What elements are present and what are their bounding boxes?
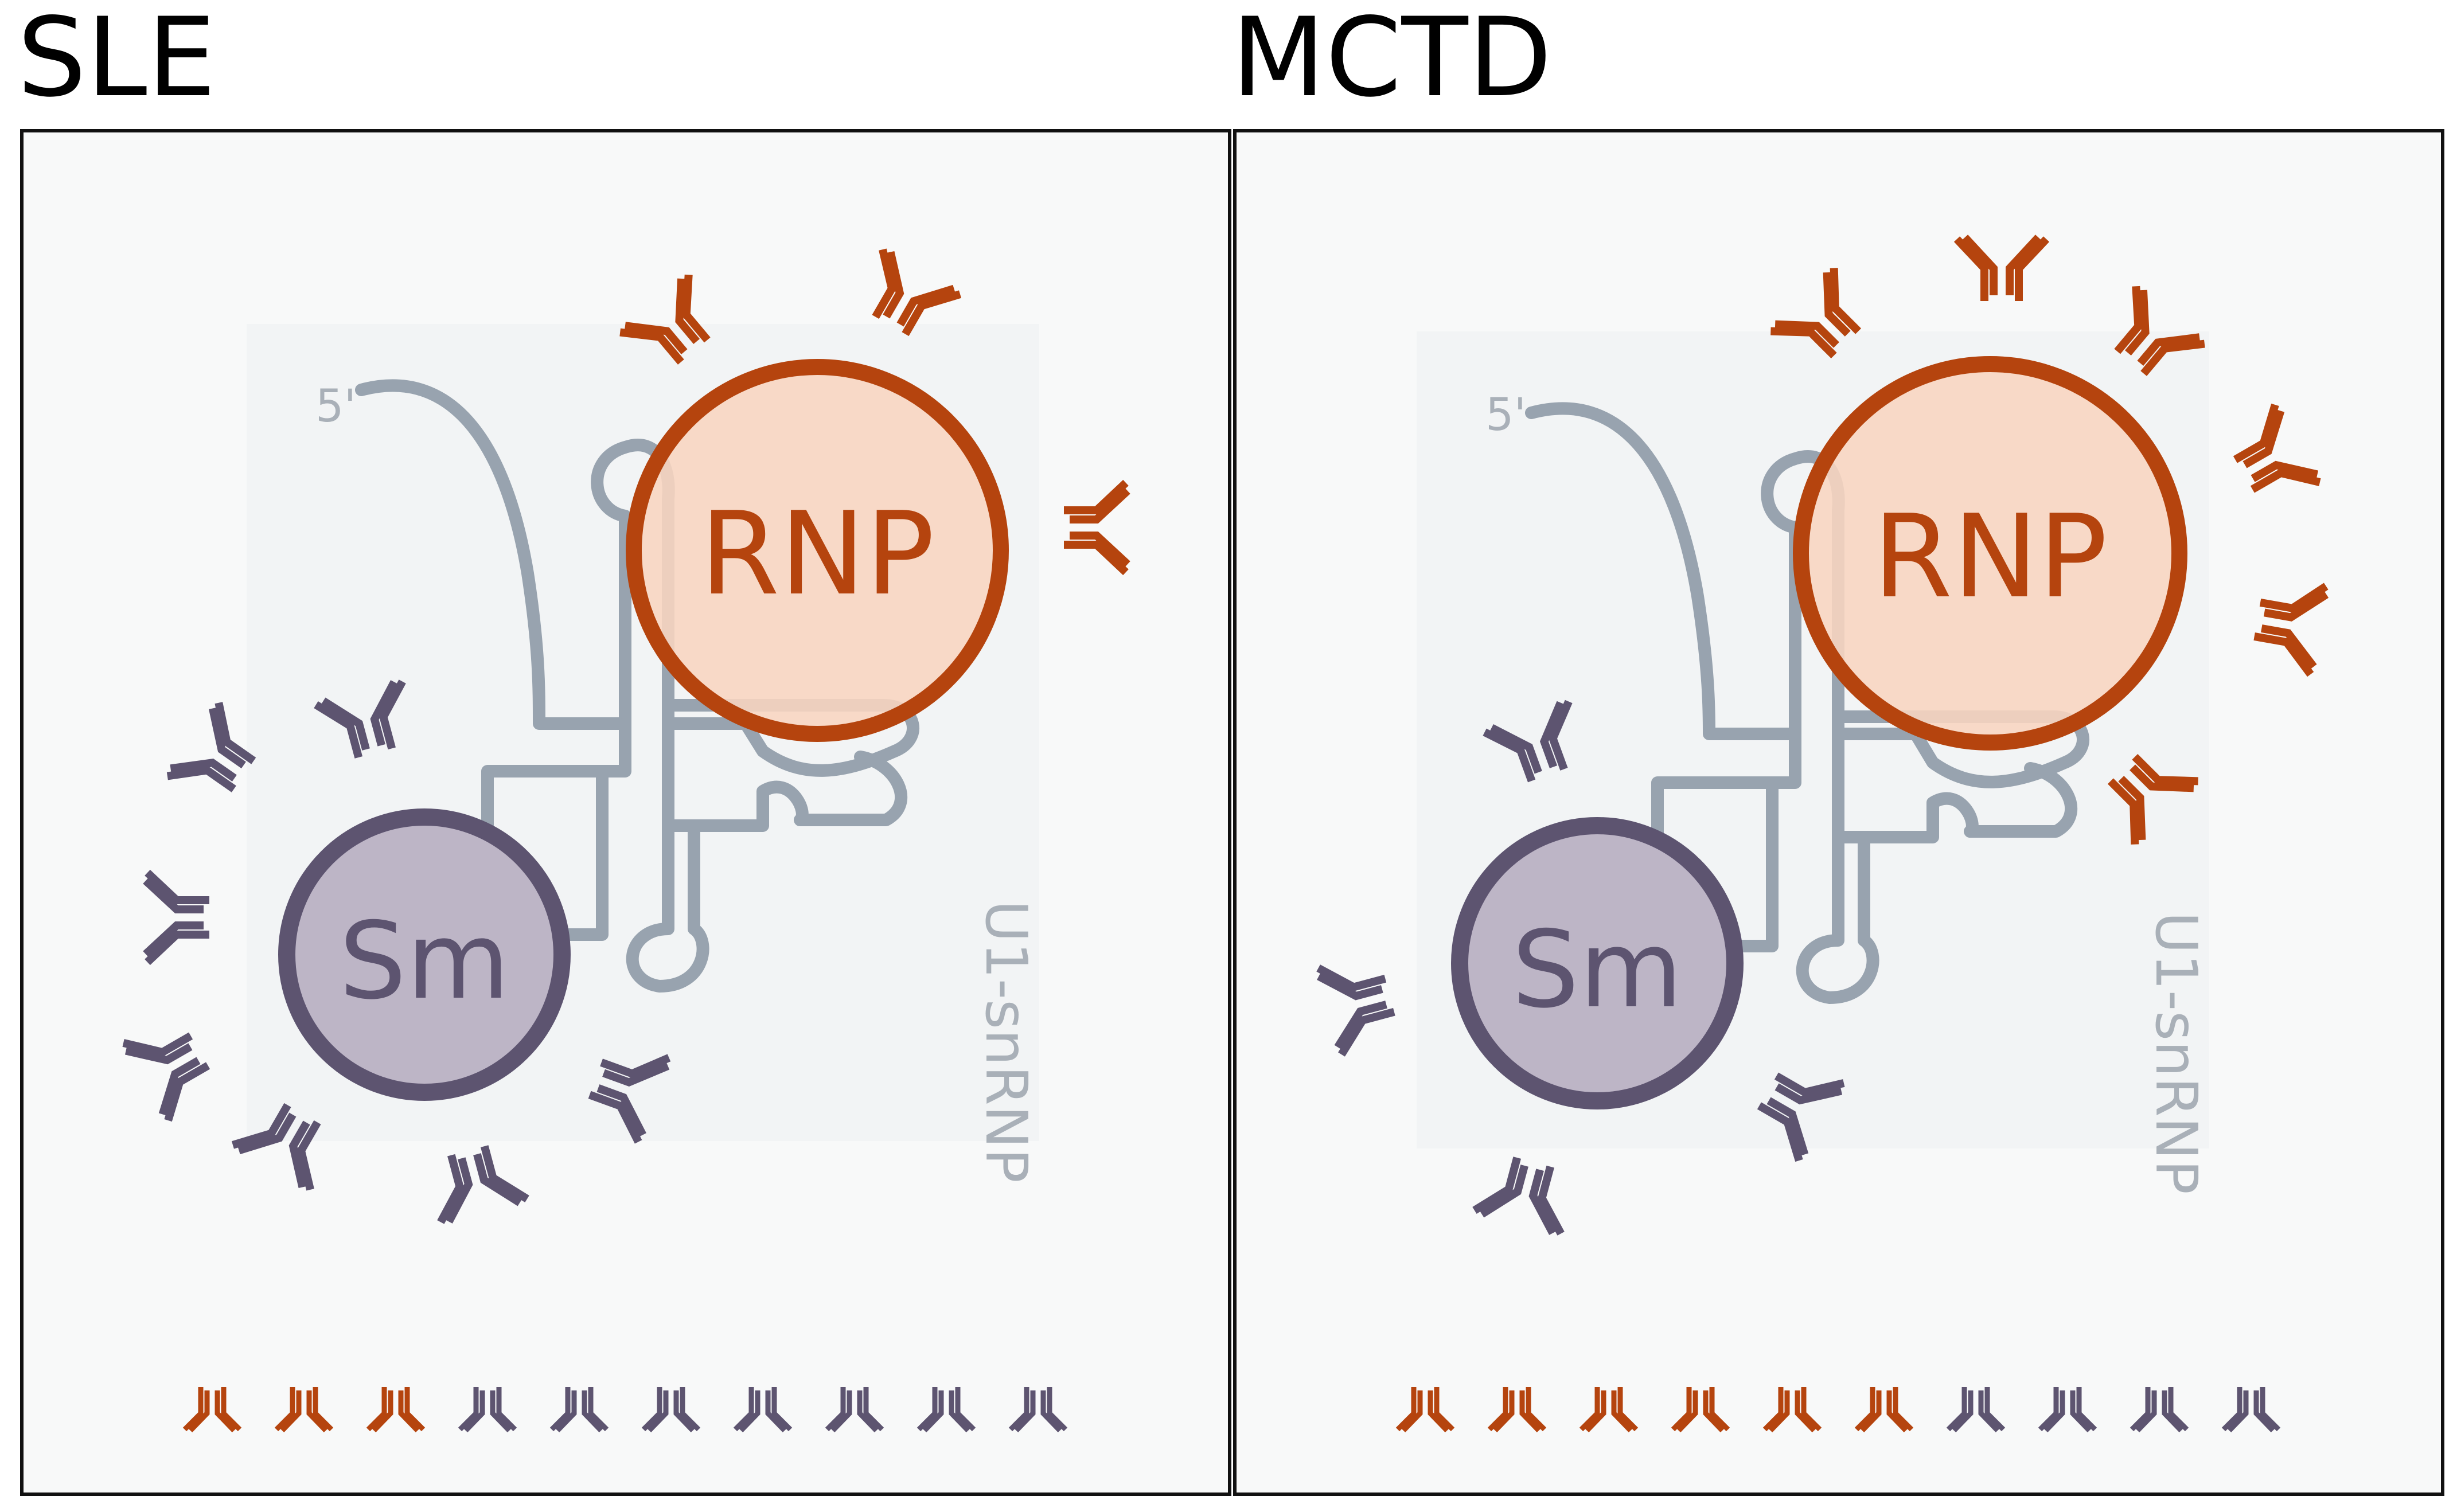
rnp-antigen	[1793, 356, 2187, 751]
sm-antigen	[1451, 817, 1744, 1109]
five-prime-label: 5'	[1485, 389, 1526, 441]
panel-title-mctd: MCTD	[1231, 0, 1552, 121]
sm-label: Sm	[339, 899, 510, 1023]
complex-label: U1-snRNP	[973, 900, 1040, 1183]
rnp-label: RNP	[700, 487, 934, 621]
sm-antigen	[278, 808, 571, 1101]
rnp-antigen	[626, 359, 1009, 742]
sm-label: Sm	[1512, 908, 1683, 1032]
panel-title-sle: SLE	[17, 0, 216, 121]
panel-sle: 5' U1-snRNP RNP Sm	[20, 129, 1231, 1496]
rnp-label: RNP	[1873, 490, 2107, 624]
complex-label: U1-snRNP	[2143, 912, 2210, 1194]
five-prime-label: 5'	[315, 381, 356, 432]
panel-mctd: 5' U1-snRNP RNP Sm	[1233, 129, 2444, 1496]
